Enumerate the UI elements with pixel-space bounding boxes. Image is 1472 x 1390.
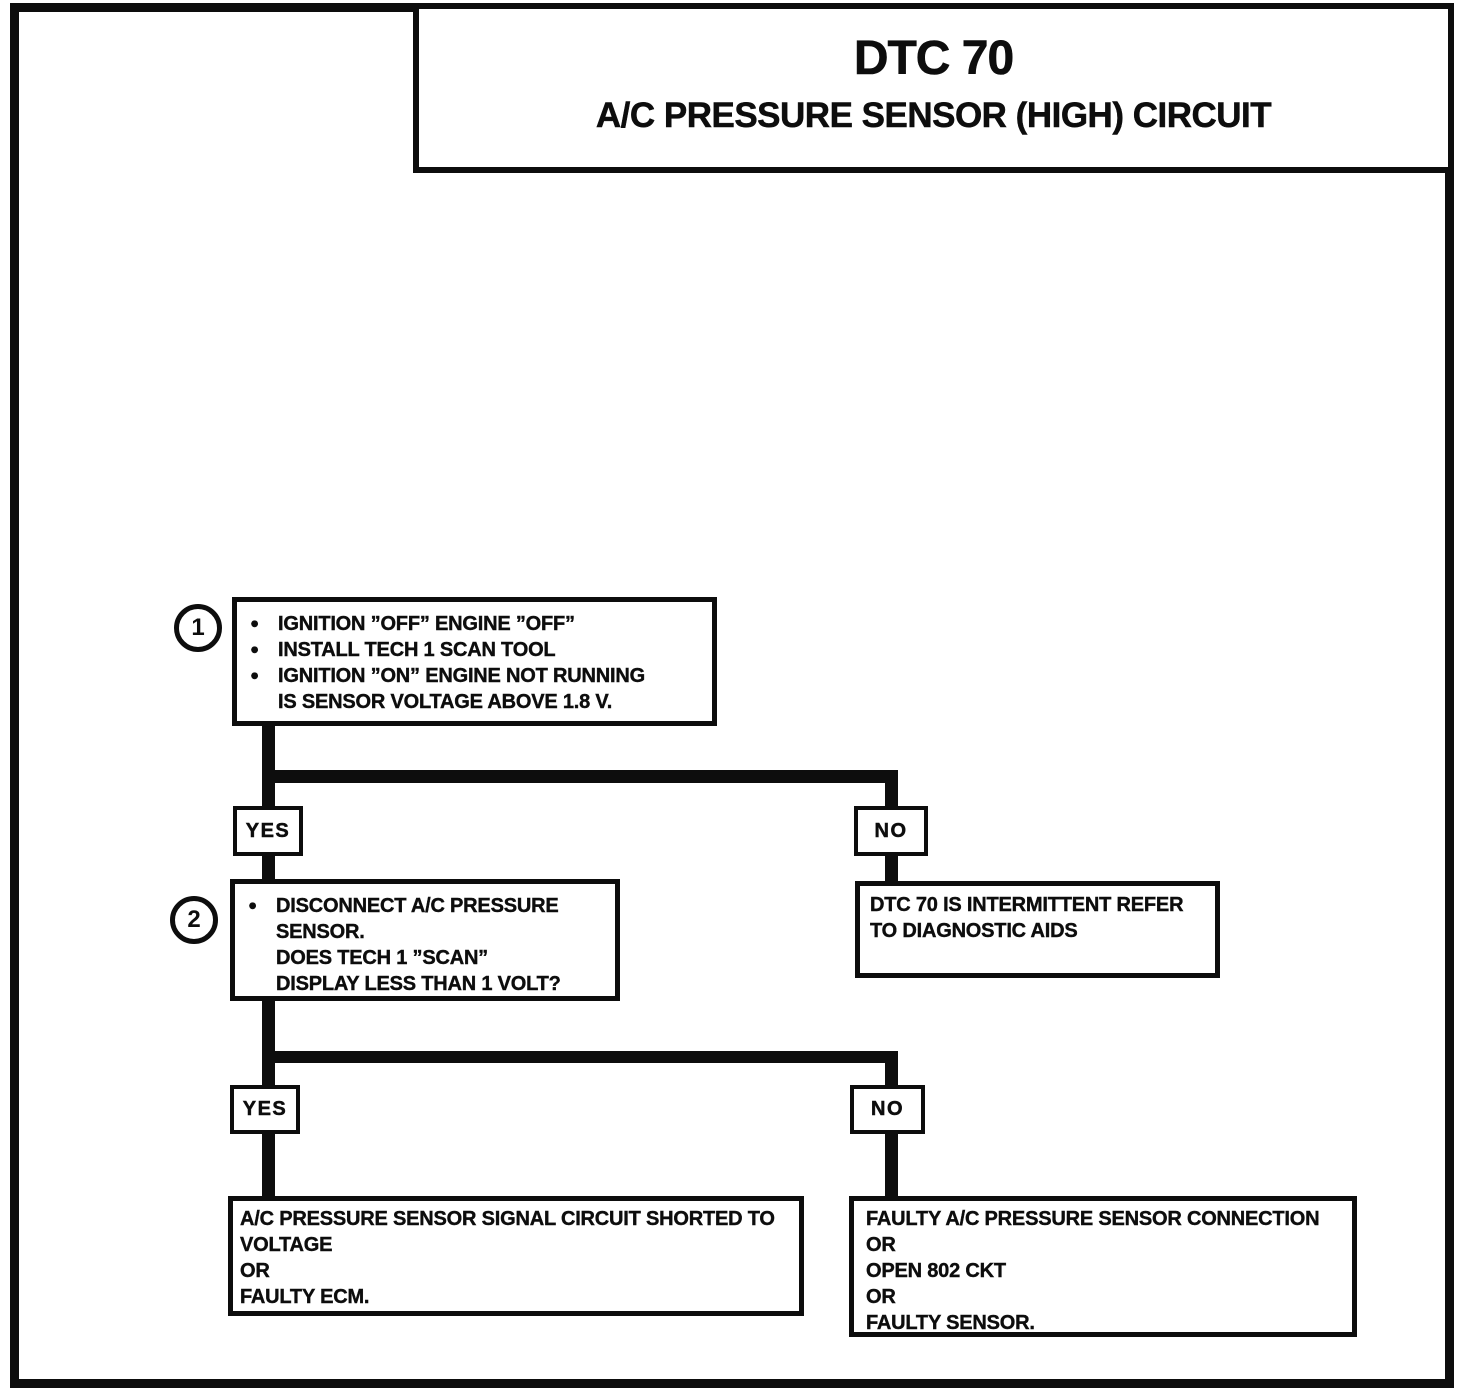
step-2-text: DOES TECH 1 ”SCAN”	[276, 947, 489, 969]
connector-line	[262, 1051, 898, 1063]
step-1-text: IGNITION ”ON” ENGINE NOT RUNNING	[278, 665, 646, 687]
step-2-question: DISPLAY LESS THAN 1 VOLT?	[276, 973, 561, 995]
step-2-box: ● DISCONNECT A/C PRESSURE SENSOR. DOES T…	[230, 879, 620, 1001]
intermittent-text: TO DIAGNOSTIC AIDS	[870, 920, 1078, 942]
branch-1-yes-box: YES	[233, 806, 303, 856]
step-1-number-badge: 1	[174, 604, 222, 652]
shorted-circuit-result-box: A/C PRESSURE SENSOR SIGNAL CIRCUIT SHORT…	[228, 1196, 804, 1316]
branch-1-no-box: NO	[854, 806, 928, 856]
page-border	[10, 3, 1454, 1388]
intermittent-result-box: DTC 70 IS INTERMITTENT REFER TO DIAGNOST…	[855, 881, 1220, 978]
result-text: OPEN 802 CKT	[866, 1260, 1006, 1282]
step-1-text: INSTALL TECH 1 SCAN TOOL	[278, 639, 556, 661]
step-1-line-3: ● IGNITION ”ON” ENGINE NOT RUNNING	[237, 663, 712, 689]
step-2-number: 2	[187, 906, 201, 933]
intermittent-text: DTC 70 IS INTERMITTENT REFER	[870, 894, 1184, 916]
result-text: FAULTY A/C PRESSURE SENSOR CONNECTION	[866, 1208, 1320, 1230]
connector-line	[262, 854, 275, 881]
connector-line	[262, 770, 898, 783]
result-text: VOLTAGE	[240, 1234, 333, 1256]
bullet-icon: ●	[250, 667, 259, 684]
result-text: OR	[866, 1234, 896, 1256]
result-text: OR	[866, 1286, 896, 1308]
connector-line	[262, 999, 275, 1087]
step-2-text: SENSOR.	[276, 921, 365, 943]
no-label: NO	[871, 1098, 904, 1121]
bullet-icon: ●	[250, 641, 259, 658]
branch-2-yes-box: YES	[230, 1085, 300, 1134]
step-2-number-badge: 2	[170, 896, 218, 944]
faulty-sensor-result-box: FAULTY A/C PRESSURE SENSOR CONNECTION OR…	[849, 1196, 1357, 1337]
connector-line	[262, 1132, 275, 1198]
step-2-text: DISCONNECT A/C PRESSURE	[276, 895, 559, 917]
yes-label: YES	[245, 819, 291, 842]
connector-line	[885, 1051, 898, 1087]
yes-label: YES	[242, 1098, 288, 1121]
result-text: OR	[240, 1260, 270, 1282]
page-subtitle: A/C PRESSURE SENSOR (HIGH) CIRCUIT	[595, 96, 1272, 136]
bullet-icon: ●	[250, 615, 259, 632]
connector-line	[885, 1132, 898, 1198]
connector-line	[262, 722, 275, 808]
step-1-line-1: ● IGNITION ”OFF” ENGINE ”OFF”	[237, 611, 712, 637]
page-title: DTC 70	[853, 32, 1015, 86]
step-1-question: IS SENSOR VOLTAGE ABOVE 1.8 V.	[278, 691, 613, 713]
no-label: NO	[874, 819, 908, 842]
step-2-line-1: ● DISCONNECT A/C PRESSURE	[235, 893, 615, 919]
step-1-box: ● IGNITION ”OFF” ENGINE ”OFF” ● INSTALL …	[232, 597, 717, 726]
bullet-icon: ●	[248, 897, 257, 914]
result-text: FAULTY ECM.	[240, 1286, 370, 1308]
connector-line	[885, 770, 898, 808]
branch-2-no-box: NO	[850, 1085, 925, 1134]
step-1-line-2: ● INSTALL TECH 1 SCAN TOOL	[237, 637, 712, 663]
title-box: DTC 70 A/C PRESSURE SENSOR (HIGH) CIRCUI…	[413, 3, 1454, 173]
connector-line	[885, 854, 898, 883]
result-text: FAULTY SENSOR.	[866, 1312, 1035, 1334]
step-1-text: IGNITION ”OFF” ENGINE ”OFF”	[278, 613, 575, 635]
step-1-number: 1	[191, 614, 205, 641]
result-text: A/C PRESSURE SENSOR SIGNAL CIRCUIT SHORT…	[240, 1208, 775, 1230]
